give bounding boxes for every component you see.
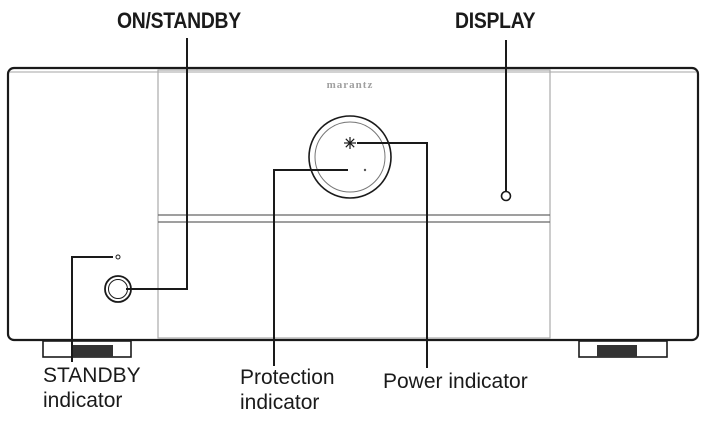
protection-indicator-dot <box>363 168 367 172</box>
right-foot <box>578 340 668 358</box>
protection-indicator-label-line1: Protection <box>240 366 335 389</box>
power-indicator-icon <box>344 137 356 149</box>
display-callout: DISPLAY <box>455 8 536 33</box>
standby-indicator-label-line2: indicator <box>43 389 123 412</box>
protection-indicator-leader-line <box>273 169 348 366</box>
protection-indicator-label-line2: indicator <box>240 391 320 414</box>
chassis-outline <box>6 66 700 342</box>
left-foot <box>42 340 132 358</box>
standby-indicator-label: STANDBY indicator <box>43 363 141 413</box>
power-indicator-leader-line <box>357 142 428 368</box>
on-standby-button-inner <box>108 279 128 299</box>
display-button[interactable] <box>500 190 512 202</box>
standby-indicator-dot <box>115 254 121 260</box>
standby-indicator-leader-line <box>71 256 113 362</box>
center-panel <box>157 69 551 339</box>
power-knob-inner-ring <box>314 121 386 193</box>
brand-logo: marantz <box>327 79 374 91</box>
power-indicator-label: Power indicator <box>383 370 528 393</box>
on-standby-leader-line <box>126 38 188 290</box>
protection-indicator-label: Protection indicator <box>240 365 335 415</box>
on-standby-callout: ON/STANDBY <box>117 8 241 33</box>
standby-indicator-label-line1: STANDBY <box>43 364 141 387</box>
